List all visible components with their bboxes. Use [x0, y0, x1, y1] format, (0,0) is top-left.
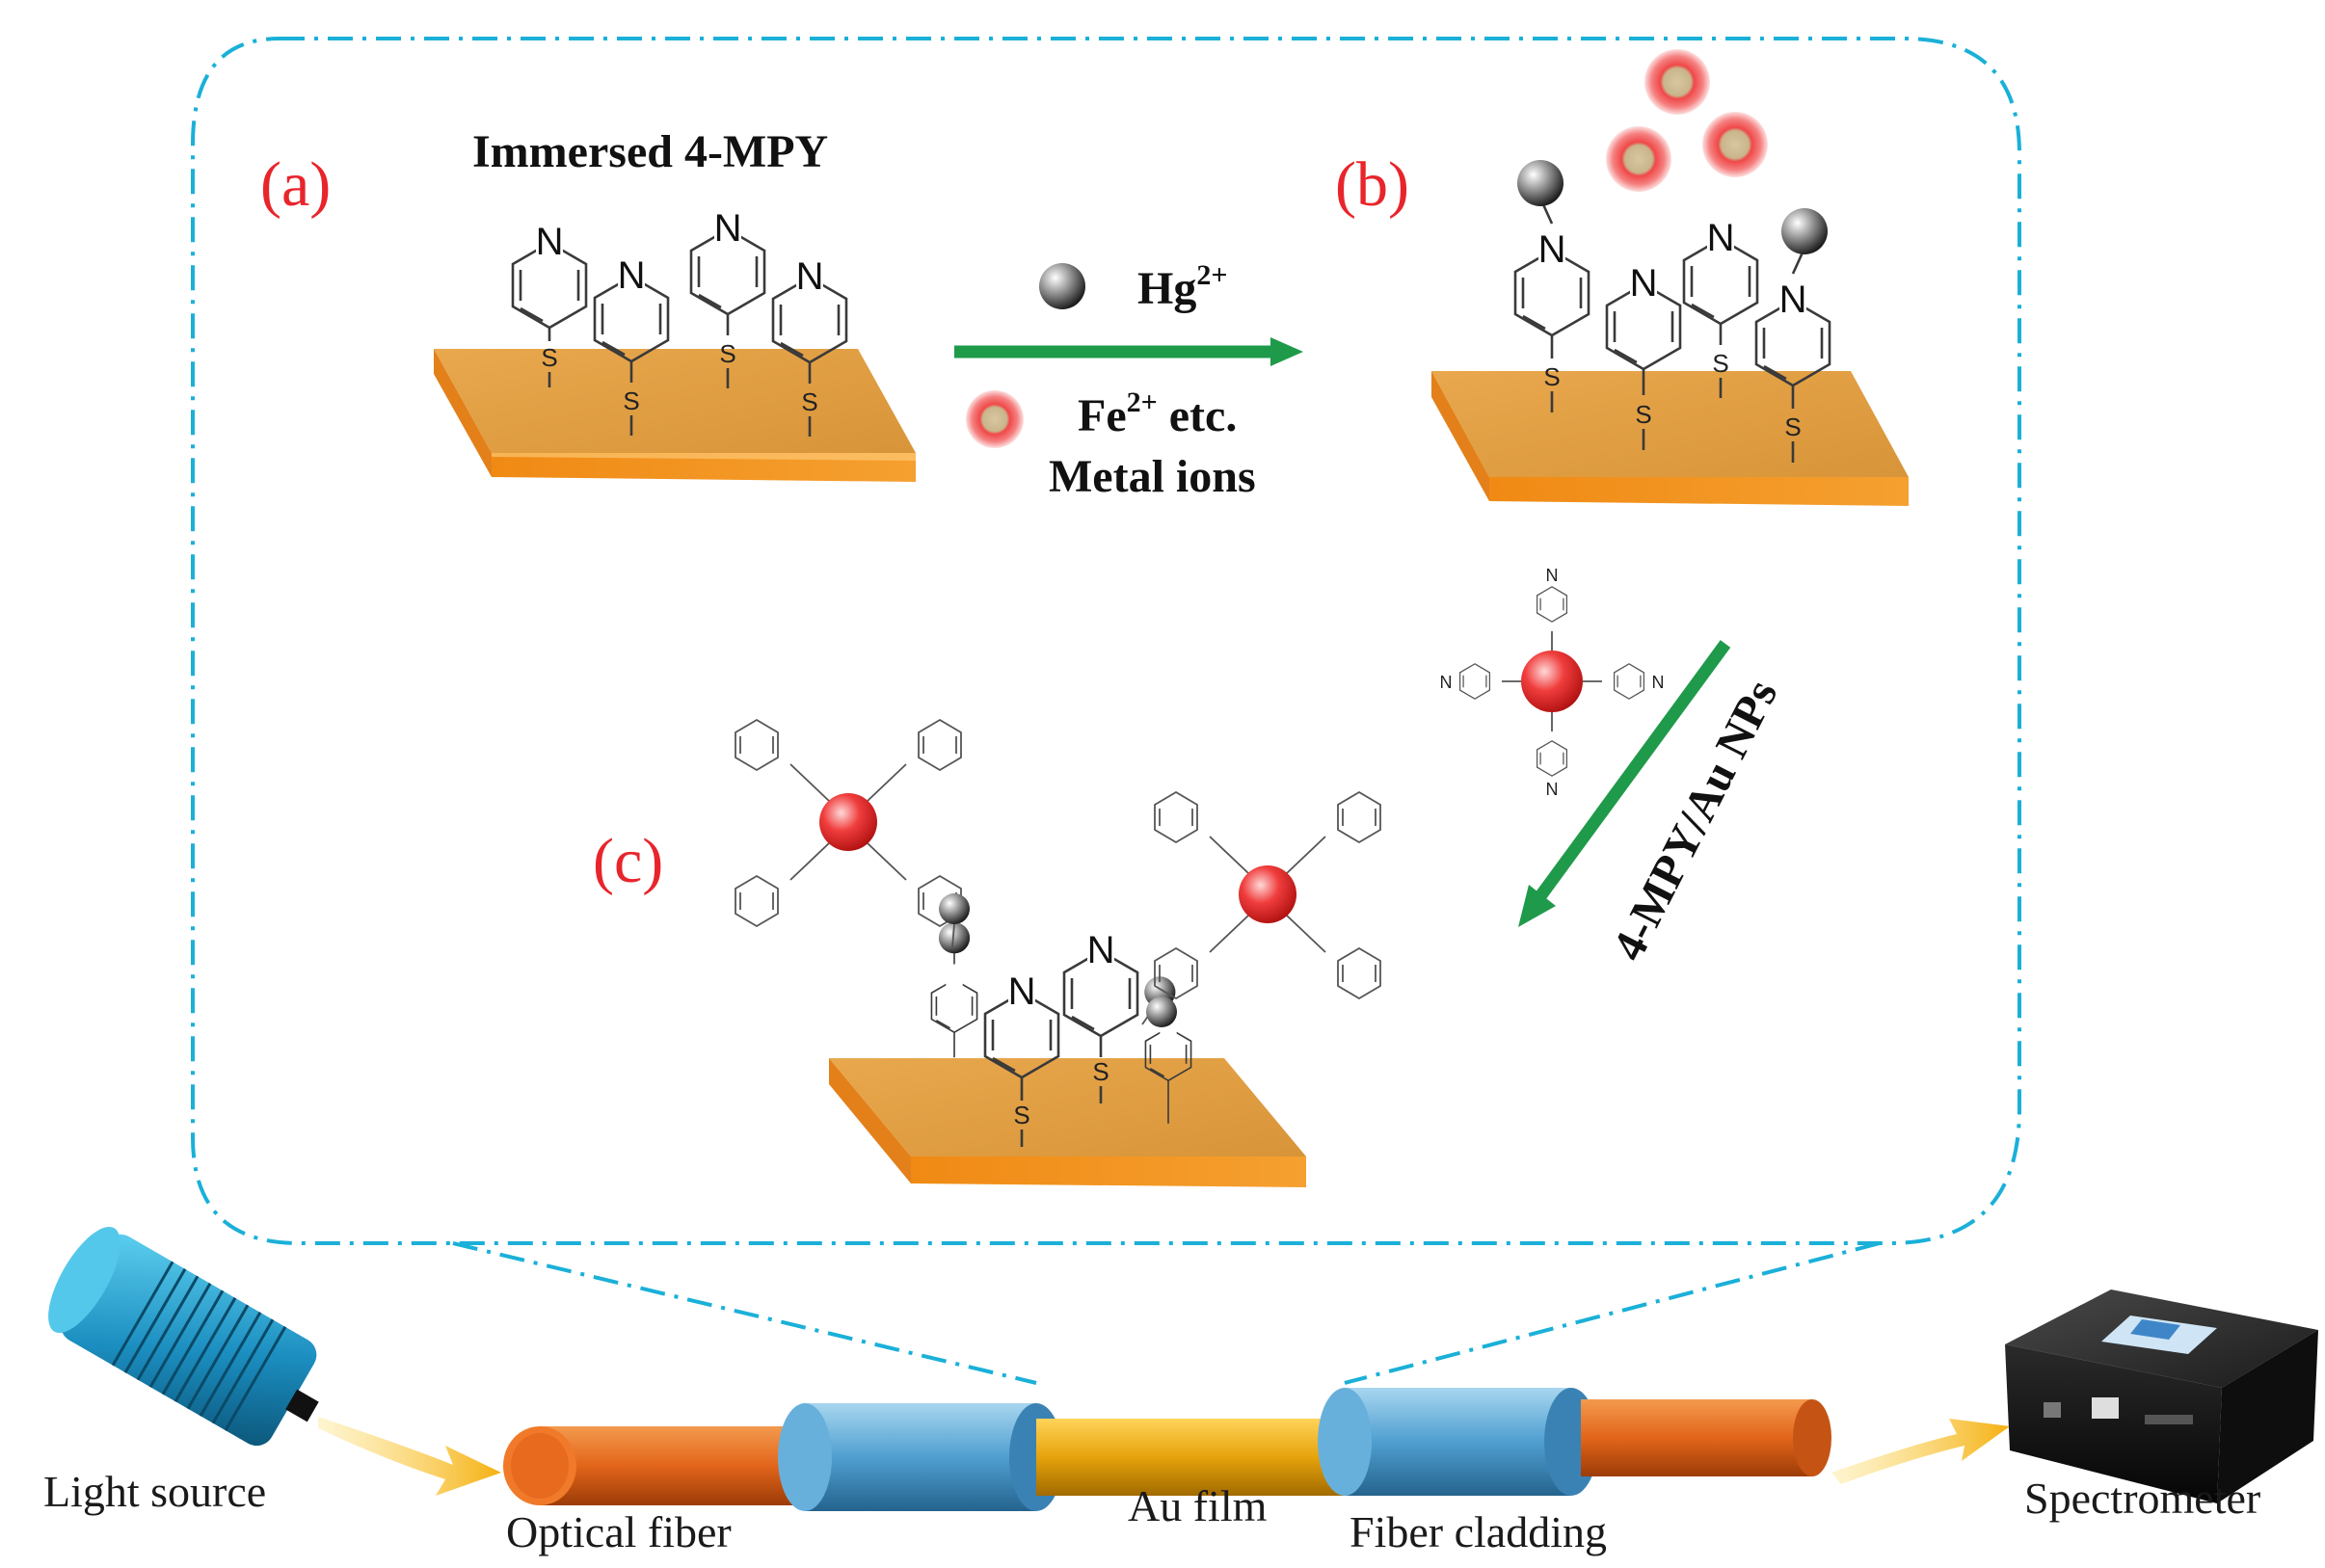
caption-optical-fiber: Optical fiber [506, 1507, 732, 1556]
optical-fiber-right [1581, 1399, 1831, 1476]
atom-s: S [623, 386, 639, 415]
atom-n: N [1087, 929, 1115, 971]
mpy-molecules-b: N S N S N S N S [1513, 160, 1831, 463]
magnified-view-frame [191, 37, 2021, 1385]
spectrometer-device [2005, 1289, 2318, 1503]
fiber-cladding-right [1318, 1388, 1598, 1496]
au-film-section [1036, 1419, 1354, 1496]
mpy-au-nps-label: 4-MPY/Au NPs [1603, 672, 1788, 969]
gold-substrate-c [829, 1058, 1306, 1187]
atom-n: N [618, 254, 646, 297]
immersed-4mpy-label: Immersed 4-MPY [472, 126, 828, 177]
atom-s: S [719, 339, 735, 368]
reaction-arrow-ab [954, 337, 1303, 366]
light-source-device [48, 1226, 319, 1447]
light-output-arrow [1831, 1419, 2010, 1484]
mpy-molecules-a: N S N S N S N S [511, 202, 848, 437]
gold-substrate-b [1431, 371, 1909, 506]
atom-n: N [1546, 780, 1559, 799]
atom-n: N [1779, 279, 1807, 321]
bound-au-np-right [1141, 791, 1381, 1025]
atom-s: S [541, 343, 557, 372]
atom-n: N [1630, 262, 1658, 305]
caption-fiber-cladding: Fiber cladding [1350, 1507, 1607, 1556]
atom-n: N [1008, 970, 1036, 1013]
atom-s: S [1635, 400, 1651, 429]
atom-s: S [801, 387, 817, 416]
bound-au-np-left [735, 719, 962, 948]
atom-n: N [1652, 673, 1665, 692]
atom-s: S [1543, 362, 1560, 391]
gold-substrate-a [434, 349, 916, 482]
atom-n: N [1546, 566, 1559, 585]
hg-bridge-right [1146, 997, 1177, 1027]
panel-label-a: (a) [260, 149, 331, 220]
reaction-arrow-bc [1518, 640, 1731, 927]
atom-s: S [1092, 1057, 1109, 1086]
caption-au-film: Au film [1128, 1481, 1268, 1530]
atom-s: S [1013, 1101, 1029, 1129]
light-input-arrow [318, 1417, 501, 1496]
atom-n: N [536, 221, 564, 263]
atom-n: N [714, 207, 742, 250]
atom-n: N [1440, 673, 1453, 692]
atom-n: N [1707, 217, 1735, 259]
panel-label-b: (b) [1335, 149, 1409, 220]
panel-label-c: (c) [593, 826, 663, 896]
fiber-cladding-left [778, 1403, 1063, 1511]
atom-n: N [1538, 228, 1566, 271]
caption-light-source: Light source [43, 1467, 266, 1516]
fe-ions-cluster [1606, 49, 1768, 192]
caption-spectrometer: Spectrometer [2024, 1474, 2260, 1523]
fe-ion-icon [966, 390, 1024, 448]
metal-ions-label: Metal ions [1049, 451, 1256, 502]
atom-s: S [1712, 349, 1728, 378]
mpy-au-nanoparticle: N N N N [1440, 566, 1665, 799]
hg-bridge-left [939, 893, 970, 924]
fe-ion-label: Fe2+ etc. [1078, 386, 1237, 441]
hg-ion-icon [1039, 263, 1085, 309]
atom-n: N [796, 255, 824, 298]
hg-ion-label: Hg2+ [1137, 259, 1227, 314]
atom-s: S [1784, 412, 1801, 441]
